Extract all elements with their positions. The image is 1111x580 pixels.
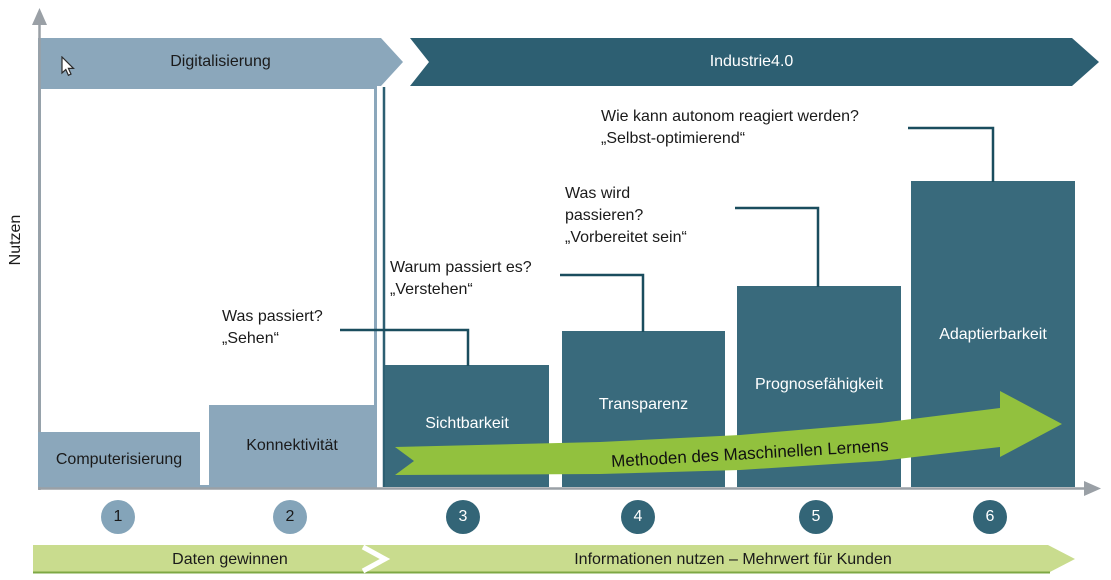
annotation-adaptierbarkeit: Wie kann autonom reagiert werden? „Selbs…: [601, 106, 859, 150]
x-axis-arrowhead-icon: [1084, 481, 1101, 496]
connector-sichtbarkeit: [340, 328, 470, 366]
band-label-informationen-nutzen: Informationen nutzen – Mehrwert für Kund…: [574, 551, 892, 568]
stage-bar-label: Prognosefähigkeit: [754, 376, 884, 393]
y-axis-arrowhead-icon: [32, 8, 47, 25]
annotation-question: Wie kann autonom reagiert werden?: [601, 108, 859, 125]
stage-bar-label: Transparenz: [598, 396, 689, 413]
annotation-motto: „Vorbereitet sein“: [565, 229, 687, 246]
connector-transparenz: [560, 273, 645, 332]
stage-number-1: 1: [101, 500, 135, 534]
annotation-transparenz: Warum passiert es? „Verstehen“: [390, 257, 532, 301]
stage-number-text: 1: [113, 508, 123, 525]
stage-number-5: 5: [799, 500, 833, 534]
annotation-question: Was passiert?: [222, 308, 323, 325]
stage-number-6: 6: [973, 500, 1007, 534]
y-axis-label: Nutzen: [7, 214, 24, 266]
annotation-prognosefaehigkeit: Was wird passieren? „Vorbereitet sein“: [565, 183, 687, 249]
stage-bar-konnektivitaet: Konnektivität: [209, 405, 375, 487]
band-label-daten-gewinnen: Daten gewinnen: [172, 551, 288, 568]
connector-adaptierbarkeit: [908, 126, 995, 182]
stage-bar-label: Konnektivität: [246, 437, 338, 454]
annotation-sichtbarkeit: Was passiert? „Sehen“: [222, 306, 323, 350]
stage-bar-label: Sichtbarkeit: [425, 415, 509, 432]
connector-prognosefaehigkeit: [735, 206, 820, 287]
stage-number-4: 4: [621, 500, 655, 534]
stage-bar-label: Adaptierbarkeit: [939, 326, 1047, 343]
stage-number-3: 3: [446, 500, 480, 534]
stage-number-2: 2: [273, 500, 307, 534]
stage-number-text: 3: [458, 508, 468, 525]
phase-label-digitalisierung: Digitalisierung: [170, 53, 271, 70]
stage-bar-label: Computerisierung: [55, 450, 183, 468]
annotation-motto: „Selbst-optimierend“: [601, 130, 746, 147]
stage-bar-computerisierung: Computerisierung: [38, 432, 200, 487]
stage-number-text: 2: [285, 508, 295, 525]
annotation-motto: „Verstehen“: [390, 281, 473, 298]
annotation-question: Was wird passieren?: [565, 185, 644, 224]
phase-label-industrie40: Industrie4.0: [709, 53, 794, 70]
stage-number-text: 5: [811, 508, 821, 525]
annotation-motto: „Sehen“: [222, 330, 279, 347]
stage-number-text: 4: [633, 508, 643, 525]
stage-number-text: 6: [985, 508, 995, 525]
annotation-question: Warum passiert es?: [390, 259, 532, 276]
